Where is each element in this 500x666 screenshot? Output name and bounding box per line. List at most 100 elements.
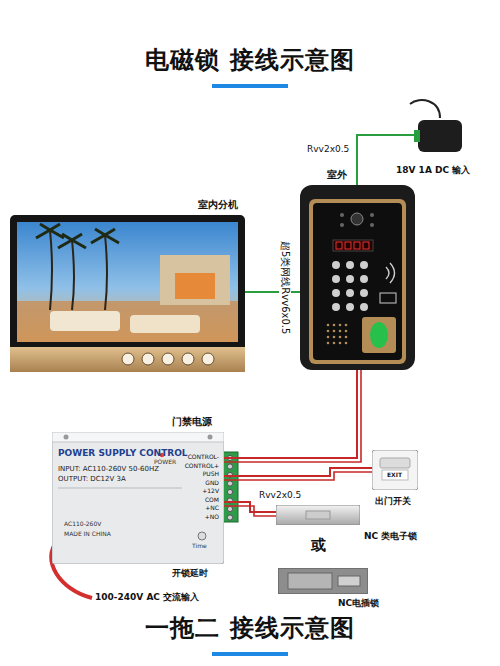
ir-led [340, 223, 344, 227]
bolt-lock: NC电插锁 [278, 568, 368, 594]
wire [357, 135, 414, 185]
psu-case [52, 432, 224, 564]
fingerprint-sensor [370, 322, 388, 348]
wire [224, 502, 276, 516]
wire [224, 370, 361, 462]
key [332, 261, 340, 269]
speaker-hole [339, 342, 342, 345]
node-text: 室内分机 [198, 199, 238, 211]
node-text: POWER [154, 458, 176, 465]
indoor-monitor-art [10, 215, 245, 372]
screen [17, 222, 238, 342]
speaker-hole [339, 324, 342, 327]
button-icon [162, 353, 174, 365]
node-text: Time [192, 542, 207, 549]
node-text: NC 类电子锁 [364, 531, 417, 542]
digit-segment [363, 242, 369, 249]
plug [414, 130, 420, 142]
node-text: 出门开关 [375, 496, 411, 507]
card-reader [380, 293, 396, 303]
mount-hole [208, 435, 213, 440]
outdoor-unit: 室外 [300, 185, 415, 370]
terminal-name: COM [205, 496, 219, 503]
power-adapter: 18V 1A DC 输入 [414, 116, 466, 156]
power-adapter-art [414, 116, 466, 156]
ir-led [370, 223, 374, 227]
key [332, 303, 340, 311]
lock-plate [306, 511, 330, 519]
speaker-hole [345, 324, 348, 327]
wire [245, 292, 300, 293]
node-text: 室外 [327, 169, 347, 181]
outdoor-unit-art [300, 185, 415, 370]
rain-hood [300, 185, 415, 370]
palm-leaves [58, 234, 86, 248]
node-text: 开锁延时 [172, 568, 208, 579]
palm-trunk [50, 230, 52, 310]
node-text: OUTPUT: DC12V 3A [58, 475, 126, 483]
card-symbol [386, 263, 395, 283]
wire-line [224, 502, 276, 512]
digit-segment [354, 242, 360, 249]
node-text: 18V 1A DC 输入 [396, 165, 470, 176]
key [346, 261, 354, 269]
speaker-hole [333, 336, 336, 339]
wire-label: Rvv2x0.5 [258, 490, 302, 501]
bolt-cover [288, 573, 332, 589]
wire-line [224, 506, 276, 516]
time-knob [198, 532, 206, 540]
button-plate [372, 450, 418, 490]
speaker-hole [345, 336, 348, 339]
wire-label: 超5类网线Rvv6x0.5 [279, 240, 291, 335]
screw [227, 489, 232, 494]
wall [160, 255, 230, 305]
node-text: NC电插锁 [338, 598, 379, 609]
screw [227, 481, 232, 486]
exit-button: EXIT出门开关 [372, 450, 418, 490]
screw [227, 515, 232, 520]
key [360, 261, 368, 269]
note-label: 100-240V AC 交流输入 [95, 592, 199, 603]
terminal-screws [227, 455, 232, 520]
face-panel [313, 203, 402, 360]
speaker-hole [333, 324, 336, 327]
terminal-name: PUSH [203, 470, 219, 477]
fingerprint-module [362, 317, 396, 353]
bolt-lock-art [278, 568, 368, 594]
palm-trunk [105, 235, 107, 310]
sofa [130, 315, 200, 333]
wire-line [224, 370, 361, 462]
node-text: INPUT: AC110-260V 50-60HZ [58, 465, 159, 473]
lock-body [276, 505, 360, 525]
button-icon [182, 353, 194, 365]
button-icon [122, 353, 134, 365]
wire-line [224, 472, 372, 480]
key [332, 289, 340, 297]
node-text: 门禁电源 [172, 416, 212, 428]
terminal-name: GND [205, 479, 219, 486]
mount-hole [64, 435, 69, 440]
speaker-hole [327, 324, 330, 327]
node-text: AC110-260V [64, 520, 101, 527]
terminal-name: +12V [202, 487, 219, 494]
fireplace [175, 273, 215, 299]
speaker-hole [339, 336, 342, 339]
key [360, 303, 368, 311]
screw [227, 464, 232, 469]
adapter-cord [410, 100, 440, 118]
indoor-monitor: 室内分机 [10, 215, 245, 372]
wire-line [357, 135, 414, 185]
bolt-body [278, 568, 368, 594]
caption-bar [212, 652, 288, 656]
ir-led [340, 213, 344, 217]
node-text: MADE IN CHINA [64, 530, 111, 537]
speaker-hole [333, 330, 336, 333]
button-icon [202, 353, 214, 365]
adapter-body [418, 120, 462, 152]
speaker-hole [327, 342, 330, 345]
exit-button-art [372, 450, 418, 490]
speaker-hole [327, 330, 330, 333]
palm-trunk [72, 240, 74, 310]
key [360, 289, 368, 297]
display [333, 240, 373, 251]
